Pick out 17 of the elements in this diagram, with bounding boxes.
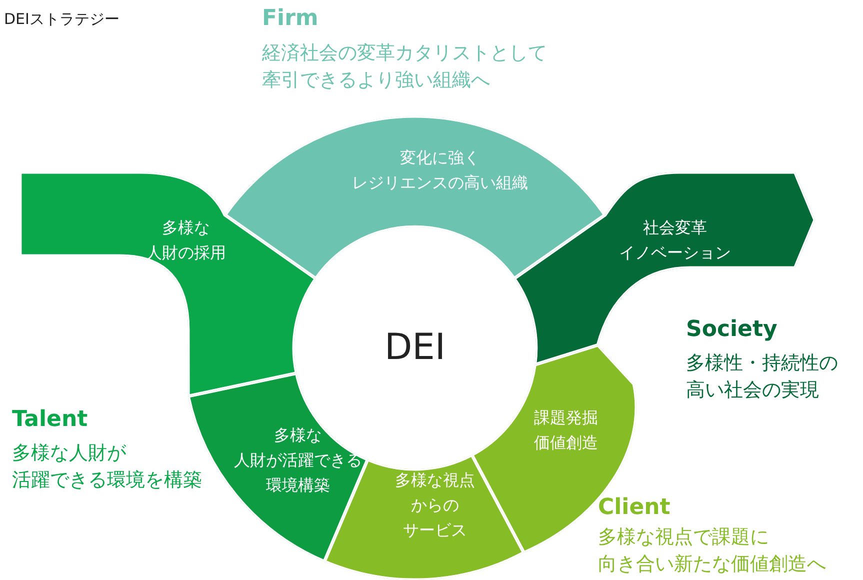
segment-label: 多様な視点からのサービス: [395, 470, 475, 542]
section-description: 多様な視点で課題に向き合い新たな価値創造へ: [598, 525, 826, 577]
segment-label: 多様な人財が活躍できる環境構築: [234, 424, 362, 496]
section-description: 多様な人財が活躍できる環境を構築: [12, 441, 202, 493]
segment-label: 社会変革イノベーション: [619, 217, 731, 264]
section-heading: Client: [598, 494, 670, 522]
section-description: 経済社会の変革カタリストとして牽引できるより強い組織へ: [262, 41, 547, 93]
band-segment: [20, 172, 317, 398]
segment-label: 変化に強くレジリエンスの高い組織: [352, 147, 528, 194]
section-heading: Firm: [262, 5, 318, 33]
page-title: DEIストラテジー: [4, 9, 120, 30]
segment-label: 課題発掘価値創造: [534, 407, 598, 454]
section-heading: Society: [686, 316, 778, 344]
section-heading: Talent: [12, 406, 88, 434]
ring-segment: [225, 116, 606, 280]
section-description: 多様性・持続性の高い社会の実現: [686, 351, 838, 403]
center-label: DEI: [384, 326, 446, 370]
